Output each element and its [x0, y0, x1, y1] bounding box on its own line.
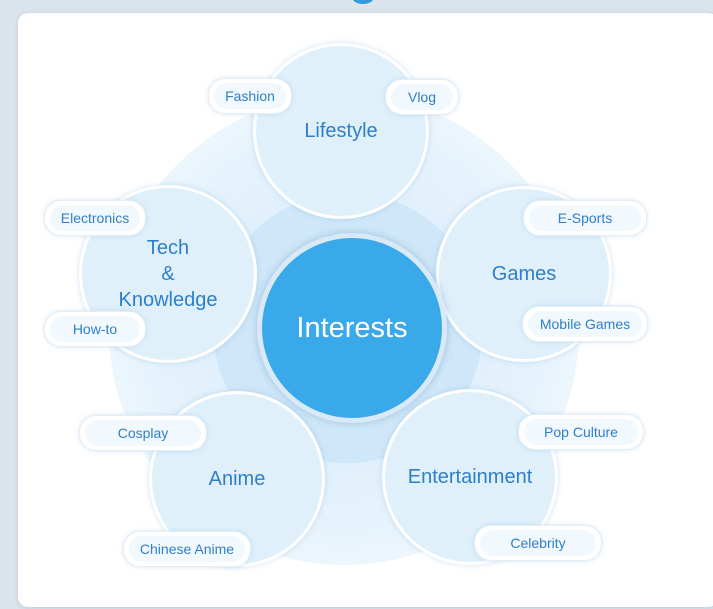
pill-pop-culture: Pop Culture: [518, 414, 644, 450]
node-entertainment-label: Entertainment: [407, 466, 533, 488]
pill-chinese-anime-label: Chinese Anime: [139, 541, 235, 557]
pill-e-sports-label: E-Sports: [557, 210, 613, 226]
pill-pop-culture-label: Pop Culture: [544, 424, 618, 440]
pill-celebrity: Celebrity: [474, 525, 602, 561]
node-lifestyle: Lifestyle: [253, 43, 429, 219]
node-tech-knowledge-line-3: Knowledge: [118, 289, 218, 311]
node-tech-knowledge-line-1: Tech: [146, 237, 190, 259]
pill-how-to-label: How-to: [72, 321, 118, 337]
pill-cosplay: Cosplay: [79, 415, 207, 451]
node-tech-knowledge-label: Tech & Knowledge: [119, 235, 218, 313]
pill-cosplay-label: Cosplay: [117, 425, 169, 441]
hub-label: Interests: [296, 311, 408, 344]
pill-how-to: How-to: [44, 311, 146, 347]
node-anime-label: Anime: [208, 468, 266, 490]
node-tech-knowledge-line-2: &: [161, 263, 175, 285]
hub-interests: Interests: [257, 233, 447, 423]
pill-vlog-label: Vlog: [407, 89, 437, 105]
pill-fashion: Fashion: [208, 78, 292, 114]
pill-fashion-label: Fashion: [225, 88, 275, 104]
pill-mobile-games: Mobile Games: [522, 306, 648, 342]
top-edge-marker: [352, 0, 374, 4]
node-games-label: Games: [491, 263, 557, 285]
pill-vlog: Vlog: [385, 79, 459, 115]
pill-chinese-anime: Chinese Anime: [123, 531, 251, 567]
pill-mobile-games-label: Mobile Games: [539, 316, 631, 332]
pill-celebrity-label: Celebrity: [510, 535, 566, 551]
node-lifestyle-label: Lifestyle: [304, 120, 378, 142]
pill-e-sports: E-Sports: [523, 200, 647, 236]
pill-electronics-label: Electronics: [60, 210, 130, 226]
interests-diagram: Lifestyle Games Entertainment Anime Tech…: [18, 13, 713, 607]
pill-electronics: Electronics: [44, 200, 146, 236]
